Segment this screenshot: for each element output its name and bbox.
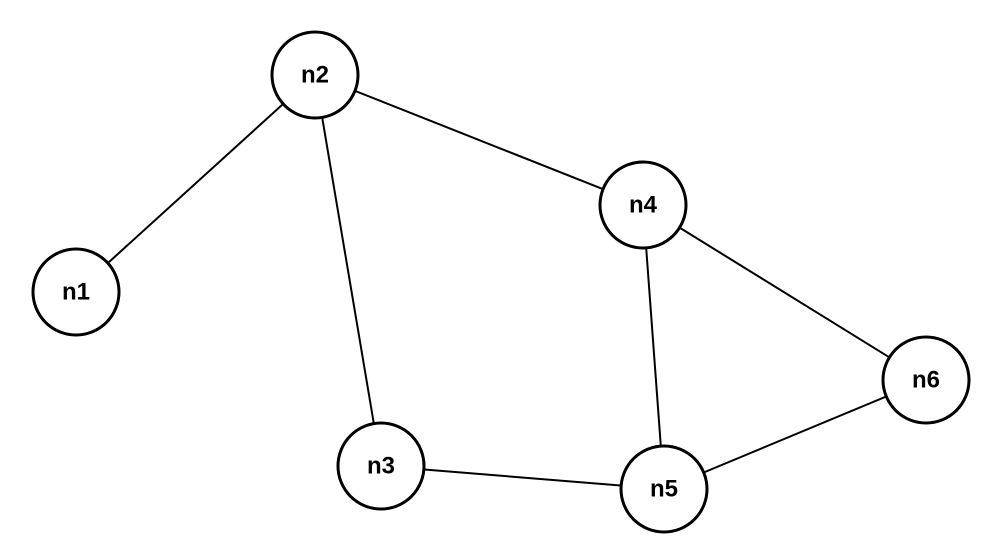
node-label-n6: n6: [912, 367, 940, 394]
node-label-n4: n4: [629, 192, 658, 219]
edge-n4-n6: [642, 204, 927, 381]
edge-n2-n4: [314, 74, 644, 206]
node-n2[interactable]: n2: [270, 30, 360, 120]
node-circle-n6[interactable]: [881, 335, 971, 425]
node-circle-n3[interactable]: [336, 421, 426, 511]
edge-n5-n6: [663, 379, 927, 490]
node-circle-n4[interactable]: [598, 160, 688, 250]
node-n4[interactable]: n4: [598, 160, 688, 250]
edge-n1-n2: [75, 74, 316, 293]
node-circle-n5[interactable]: [619, 444, 709, 534]
node-circle-n2[interactable]: [270, 30, 360, 120]
node-label-n5: n5: [650, 476, 678, 503]
node-label-n2: n2: [301, 62, 329, 89]
node-n1[interactable]: n1: [31, 247, 121, 337]
node-n6[interactable]: n6: [881, 335, 971, 425]
node-label-n1: n1: [62, 279, 90, 306]
node-circle-n1[interactable]: [31, 247, 121, 337]
node-n3[interactable]: n3: [336, 421, 426, 511]
edge-n2-n3: [314, 74, 382, 467]
edge-n4-n5: [642, 204, 665, 490]
edge-n3-n5: [380, 465, 665, 490]
node-n5[interactable]: n5: [619, 444, 709, 534]
node-label-n3: n3: [367, 453, 395, 480]
